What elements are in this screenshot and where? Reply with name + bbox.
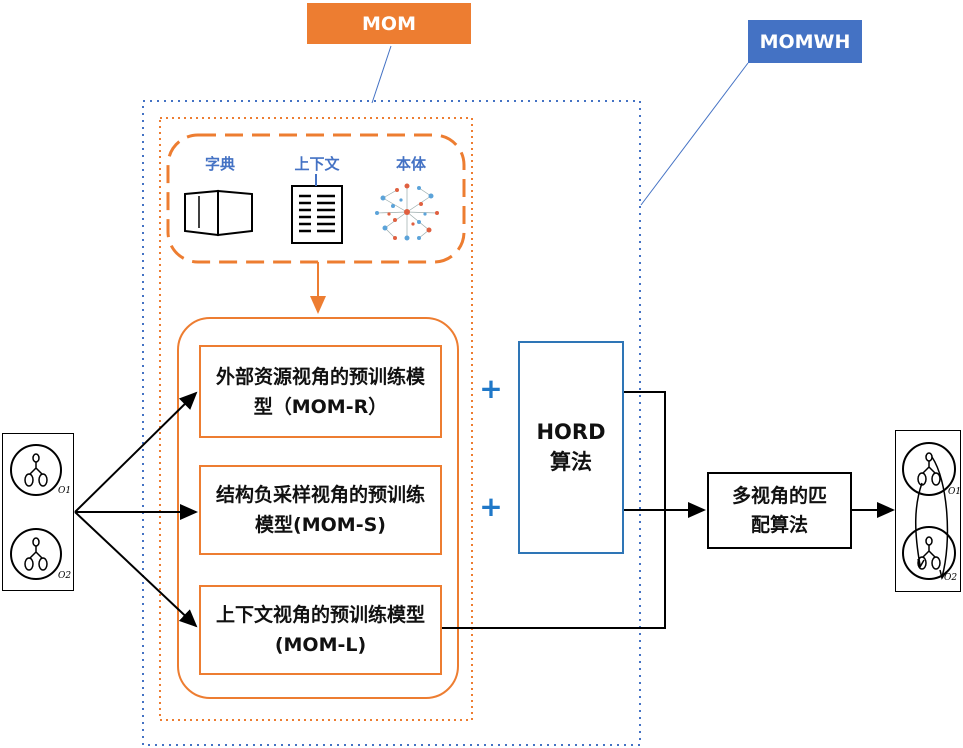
output-o2-label: O2 [944,573,958,583]
plus-sign-top: + [479,372,503,405]
momwh-callout-line [640,62,749,206]
o2-label: O2 [58,571,72,581]
model-box-mom-r: 外部资源视角的预训练模型（MOM-R） [199,345,442,438]
momwh-frame [142,100,641,746]
model-group-frame [177,317,459,699]
document-icon [291,174,343,244]
ontology-network-icon [375,183,439,241]
mom-frame [159,117,473,721]
output-ontologies-box: O1 O2 [895,430,961,592]
matching-box: 多视角的匹配算法 [707,472,852,549]
hord-box: HORD算法 [518,341,624,554]
matched-ontology-icon [902,442,956,580]
resource-group-frame [166,133,466,264]
plus-sign-bottom: + [479,490,503,523]
model-label-mom-r: 外部资源视角的预训练模型（MOM-R） [215,365,425,418]
hord-top-connector [623,391,666,510]
model-box-mom-s: 结构负采样视角的预训练模型(MOM-S) [199,465,442,555]
input-arrow-l [74,511,198,628]
input-arrow-r [74,391,198,513]
mom-callout-line [371,45,392,104]
dictionary-label: 字典 [204,155,235,173]
mom-label: MOM [307,3,471,44]
model-label-mom-s: 结构负采样视角的预训练模型(MOM-S) [215,484,425,536]
output-o1-label: O1 [948,487,962,497]
ontology-tree-icon [10,444,62,580]
momwh-label: MOMWH [748,20,862,63]
model-label-mom-l: 上下文视角的预训练模型(MOM-L) [215,604,425,656]
model-l-connector [441,510,666,629]
matching-label: 多视角的匹配算法 [731,484,827,536]
book-icon [184,189,253,237]
ontology-label: 本体 [395,155,426,173]
context-label: 上下文 [294,155,340,173]
hord-label: HORD算法 [536,420,606,474]
o1-label: O1 [58,486,72,496]
model-box-mom-l: 上下文视角的预训练模型(MOM-L) [199,585,442,675]
input-ontologies-box: O1 O2 [2,433,74,591]
